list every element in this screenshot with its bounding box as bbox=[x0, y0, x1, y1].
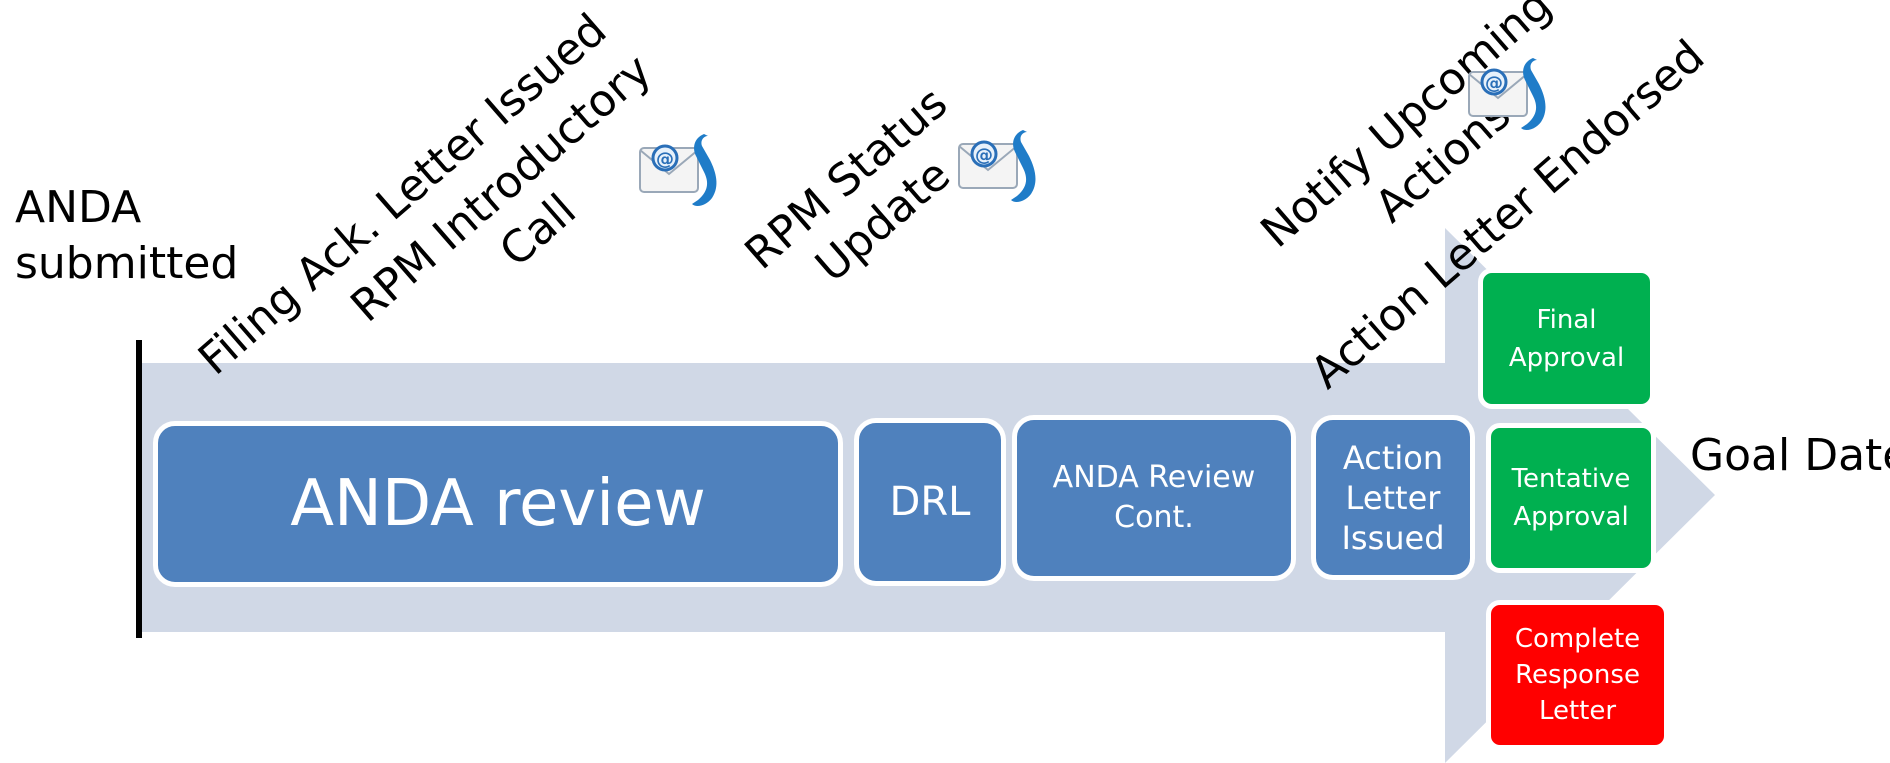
outcome-complete-response-letter: Complete Response Letter bbox=[1486, 600, 1669, 750]
svg-text:@: @ bbox=[975, 145, 993, 166]
email-phone-icon: @ bbox=[958, 130, 1036, 202]
email-phone-icon: @ bbox=[639, 134, 717, 206]
outcome-final-approval: Final Approval bbox=[1478, 268, 1655, 409]
phase-drl: DRL bbox=[854, 418, 1006, 586]
goal-date-label: Goal Date bbox=[1690, 430, 1890, 481]
phase-anda-review-cont: ANDA Review Cont. bbox=[1012, 415, 1296, 581]
outcome-tentative-approval: Tentative Approval bbox=[1486, 423, 1656, 573]
phase-anda-review: ANDA review bbox=[153, 421, 843, 587]
svg-text:@: @ bbox=[1485, 73, 1503, 94]
start-marker-line bbox=[136, 340, 142, 638]
start-label: ANDA submitted bbox=[15, 182, 239, 289]
email-phone-icon: @ bbox=[1468, 58, 1546, 130]
phase-action-letter-issued: Action Letter Issued bbox=[1311, 415, 1475, 580]
svg-text:@: @ bbox=[656, 149, 674, 170]
